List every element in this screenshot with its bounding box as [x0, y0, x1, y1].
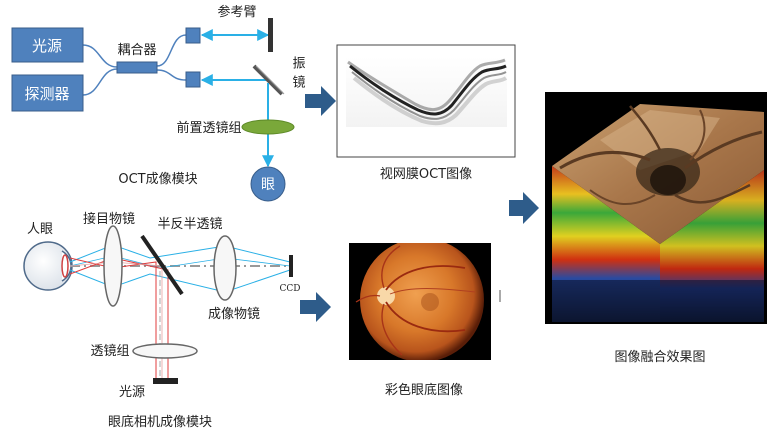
fusion-vessel-6	[689, 109, 706, 161]
oct-detector-label: 探测器	[24, 85, 69, 103]
color-fundus-mask-top	[349, 230, 491, 243]
oct-light-source-block	[11, 27, 84, 63]
retina-oct-layer-choroid	[352, 76, 508, 126]
vessel-5	[389, 288, 476, 295]
cyan-ray-upper	[69, 244, 291, 263]
vessel-1	[385, 265, 466, 291]
fusion-speckle-left	[552, 280, 660, 322]
front-lens-group	[241, 119, 295, 135]
fusion-vessel-3	[629, 105, 662, 151]
fusion-vessel-5	[589, 189, 656, 206]
fiber-detector-coupler	[82, 68, 118, 96]
reference-collimator	[185, 27, 201, 44]
human-eye-pupil	[61, 254, 69, 278]
oct-eye-label: 眼	[261, 177, 275, 193]
retina-oct-image: 视网膜OCT图像	[336, 44, 516, 182]
sample-collimator	[185, 71, 201, 88]
fusion-image: 图像融合效果图	[545, 92, 767, 365]
imaging-lens	[213, 235, 237, 301]
arrow-fundus-to-image	[300, 292, 331, 322]
color-fundus-mask-bottom	[349, 360, 491, 370]
fiber-coupler-reference	[156, 34, 187, 67]
fusion-cup-inner	[650, 165, 686, 195]
coupler-label: 耦合器	[117, 43, 156, 58]
ccd-label: CCD	[280, 284, 301, 294]
arrow-oct-to-image	[305, 86, 336, 116]
fundus-light-source	[153, 378, 178, 384]
fundus-lens-group-label: 透镜组	[90, 344, 129, 359]
retina-oct-layer-rpe	[349, 64, 507, 116]
ccd-sensor	[289, 255, 293, 277]
vessel-3	[381, 245, 401, 289]
front-lens-group-label: 前置透镜组	[176, 120, 241, 136]
retina-oct-layer-outer	[351, 71, 507, 120]
fundus-light-source-label: 光源	[119, 385, 145, 400]
red-ray-1	[69, 257, 157, 378]
reference-mirror	[268, 18, 273, 52]
half-mirror	[140, 234, 184, 296]
color-fundus-image: 彩色眼底图像	[349, 230, 501, 398]
oct-module: 光源 探测器 耦合器 参考臂 振镜 前置透镜组 眼 OCT成像模块	[11, 4, 306, 202]
reference-arm-label: 参考臂	[217, 4, 256, 20]
fusion-vessel-2	[684, 130, 763, 170]
retina-oct-caption: 视网膜OCT图像	[380, 167, 472, 182]
fiber-coupler-sample	[156, 69, 187, 81]
imaging-lens-label: 成像物镜	[208, 307, 260, 322]
eyepiece-lens	[103, 225, 123, 307]
fusion-vessel-1	[559, 150, 651, 170]
oct-eye	[250, 166, 286, 202]
macula	[421, 293, 439, 311]
oct-light-source-label: 光源	[32, 37, 62, 55]
retina-oct-layer-inner	[347, 58, 506, 111]
oct-module-caption: OCT成像模块	[118, 172, 197, 187]
cyan-ray-lower	[69, 269, 291, 293]
fundus-module: 人眼 接目物镜 半反半透镜 成像物镜 CCD 透镜组 光源 眼底相机成像模块	[23, 211, 301, 430]
fundus-lens-group	[132, 343, 198, 359]
half-mirror-label: 半反半透镜	[157, 217, 222, 232]
eyepiece-label: 接目物镜	[83, 211, 135, 227]
human-eye-label: 人眼	[27, 222, 53, 237]
vessel-6	[355, 294, 381, 303]
scanner-label: 振镜	[290, 56, 306, 94]
fusion-vessel-4	[674, 183, 751, 204]
vessel-2	[385, 301, 466, 333]
red-ray-3	[69, 261, 163, 378]
oct-detector-block	[11, 74, 84, 112]
fiber-source-coupler	[82, 44, 118, 68]
optic-disc	[377, 287, 395, 305]
coupler-block	[116, 61, 158, 74]
galvo-mirror-highlight	[255, 65, 285, 95]
vessel-4	[381, 303, 403, 356]
color-fundus-caption: 彩色眼底图像	[385, 382, 463, 398]
arrow-to-fusion	[509, 192, 539, 224]
fundus-module-caption: 眼底相机成像模块	[108, 414, 212, 430]
fusion-speckle-right	[660, 280, 764, 322]
galvo-mirror	[252, 64, 284, 96]
fusion-caption: 图像融合效果图	[614, 350, 705, 365]
